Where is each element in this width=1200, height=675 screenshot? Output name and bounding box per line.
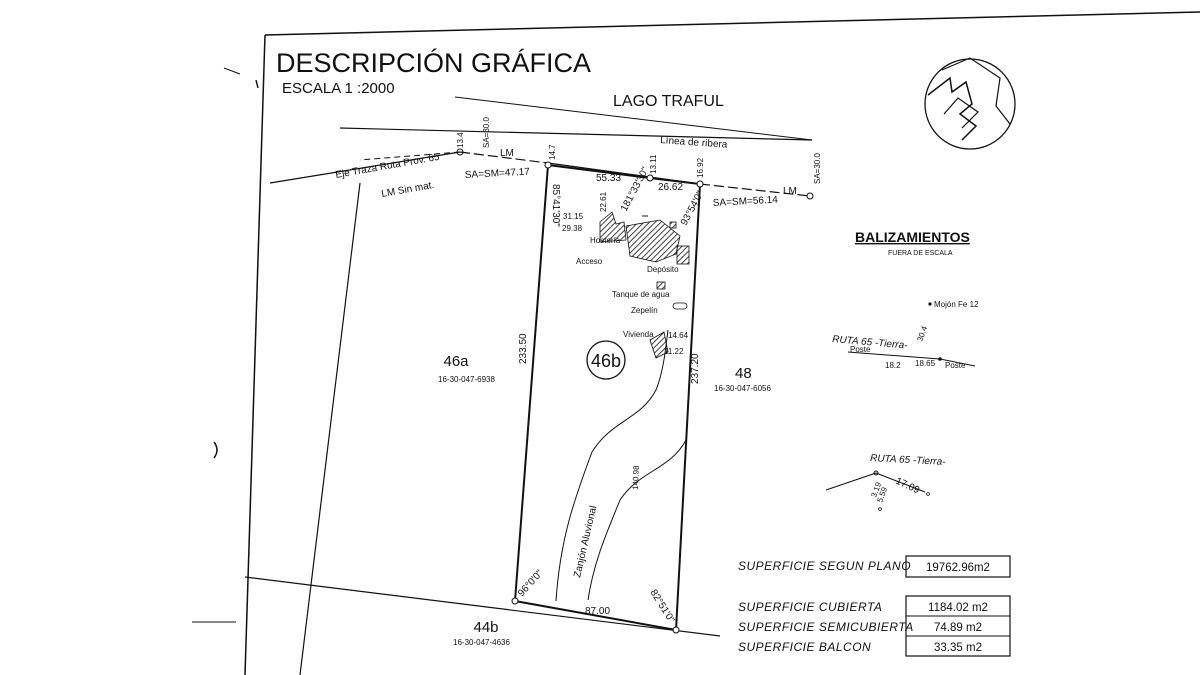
surface-value-semicubierta: 74.89 m2: [934, 622, 982, 634]
lot-44b-code: 16-30-047-4636: [453, 638, 510, 647]
lot-46a-label: 46a: [443, 353, 469, 370]
lot-46a-code: 16-30-047-6938: [438, 375, 495, 384]
building-label-hosteria: Hostería: [590, 236, 621, 245]
balizamiento-sketch-a: [847, 302, 976, 367]
dim-31-15: 31.15: [563, 212, 584, 221]
poste-b-label: Poste: [945, 361, 966, 370]
dim-11-22: 11.22: [664, 347, 684, 356]
dim-140-98: 140.98: [631, 465, 641, 490]
surface-value-cubierta: 1184.02 m2: [928, 602, 988, 614]
lm-left-label: LM: [500, 148, 514, 159]
dim-18-65: 18.65: [915, 359, 936, 368]
balizamiento-sketch-b: [825, 470, 930, 511]
sa-sm-right-label: SA=SM=56.14: [713, 195, 779, 209]
building-label-tanque: Tanque de agua: [612, 290, 670, 299]
angle-se: 82°51'0": [647, 588, 676, 626]
lot-48-code: 16-30-047-6056: [714, 384, 771, 393]
dim-18-2: 18.2: [885, 361, 901, 370]
sa-right-label: SA=30.0: [813, 153, 822, 184]
north-arrow-icon: [924, 57, 1016, 150]
dim-13-11: 13.11: [649, 154, 658, 174]
building-label-zepelin: Zepelín: [631, 306, 658, 315]
lm-sin-mat-label: LM Sin mat.: [381, 180, 435, 200]
buildings: [599, 211, 690, 359]
sheet-frame: [192, 11, 1200, 675]
ruta-65-b-label: RUTA 65 -Tierra-: [870, 453, 947, 468]
angle-mid: 181°33'30": [619, 165, 652, 213]
lot-46b-circle: [586, 340, 626, 380]
building-label-acceso: Acceso: [576, 257, 603, 266]
dim-237-20: 237.20: [690, 353, 701, 384]
surface-label-plano: SUPERFICIE SEGUN PLANO: [738, 559, 911, 573]
angle-nw: 85°41'30": [550, 184, 561, 227]
lot-46b-label: 46b: [591, 351, 621, 371]
road-and-shore-lines: [244, 96, 814, 675]
dim-13-4: 13.4: [456, 132, 465, 148]
drawing-title: DESCRIPCIÓN GRÁFICA: [276, 47, 591, 78]
lm-right-label: LM: [783, 186, 797, 197]
sa-left-label: SA=30.0: [482, 117, 491, 148]
surface-label-cubierta: SUPERFICIE CUBIERTA: [738, 600, 882, 614]
sa-sm-left-label: SA=SM=47.17: [465, 167, 531, 181]
surface-value-balcon: 33.35 m2: [934, 642, 982, 654]
dim-233-50: 233.50: [518, 333, 529, 364]
balizamientos-subtitle: FUERA DE ESCALA: [888, 250, 953, 257]
dim-87-00: 87.00: [585, 606, 610, 617]
surface-table: SUPERFICIE SEGUN PLANO 19762.96m2 SUPERF…: [738, 555, 1011, 657]
dim-16-92: 16.92: [696, 157, 705, 178]
dim-26-62: 26.62: [658, 182, 683, 193]
poste-a-label: Poste: [850, 345, 871, 354]
road-axis-label: Eje Traza Ruta Prov. 65: [335, 152, 441, 181]
surface-label-semicubierta: SUPERFICIE SEMICUBIERTA: [738, 620, 914, 634]
dim-17-09: 17.09: [894, 476, 922, 497]
dim-30-4: 30.4: [915, 324, 929, 342]
lot-44b-label: 44b: [473, 619, 498, 636]
building-label-vivienda: Vivienda: [623, 330, 654, 339]
scale-label: ESCALA 1 :2000: [282, 80, 395, 97]
balizamientos-title: BALIZAMIENTOS: [855, 229, 970, 245]
dim-22-61: 22.61: [599, 191, 608, 212]
building-label-deposito: Depósito: [647, 265, 679, 274]
surface-label-balcon: SUPERFICIE BALCON: [738, 640, 871, 654]
lake-label: LAGO TRAFUL: [613, 93, 724, 110]
ditch-lines: [555, 329, 687, 602]
surface-value-plano: 19762.96m2: [926, 562, 990, 574]
mojon-label: Mojón Fe 12: [934, 300, 979, 309]
dim-29-38: 29.38: [562, 224, 583, 233]
dim-14-7: 14.7: [548, 144, 557, 160]
angle-sw: 96°0'0": [516, 568, 546, 599]
angle-ne: 93°54'0": [679, 189, 706, 227]
dim-55-33: 55.33: [596, 173, 621, 184]
lot-48-label: 48: [735, 365, 752, 382]
shoreline-label: Línea de ribera: [660, 135, 728, 151]
lot-46b-boundary: [511, 161, 704, 634]
dim-14-64: 14.64: [668, 331, 689, 340]
